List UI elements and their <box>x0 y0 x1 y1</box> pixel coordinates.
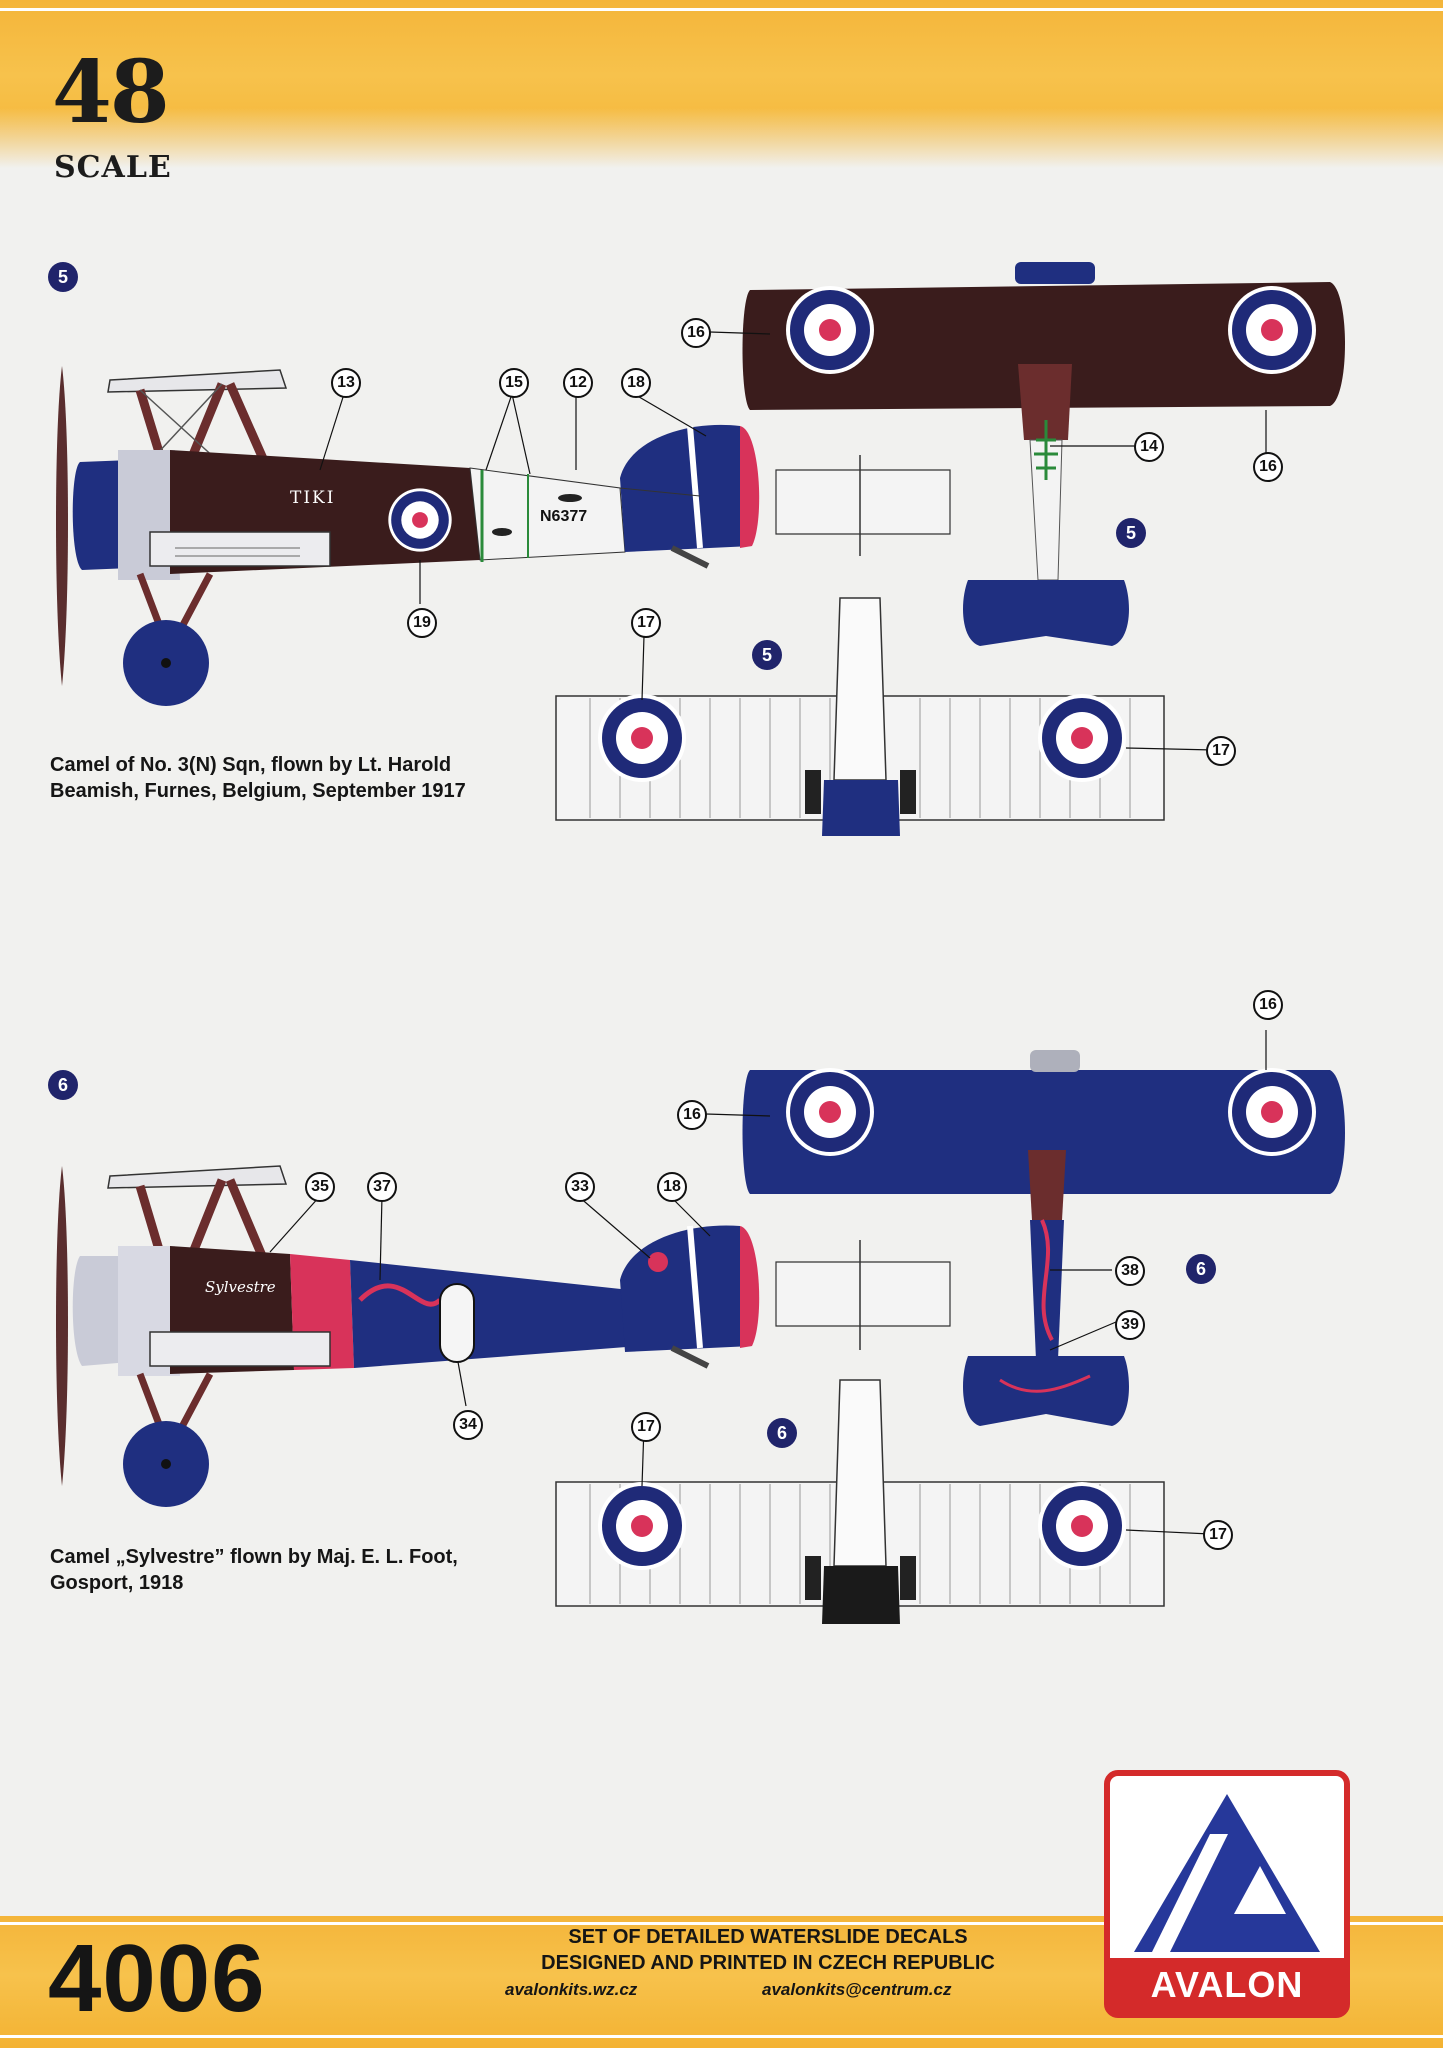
header-band <box>0 0 1443 168</box>
callout: 37 <box>367 1172 397 1202</box>
profile-6-side-view <box>56 1165 760 1507</box>
profile-5-bottom-view <box>555 455 1165 836</box>
profile-5-top-view <box>742 262 1345 646</box>
profile-marker: 5 <box>1116 518 1146 548</box>
caption-line: Camel of No. 3(N) Sqn, flown by Lt. Haro… <box>50 754 452 776</box>
callout: 17 <box>631 608 661 638</box>
scale-number: 48 <box>52 42 170 143</box>
brand-logo: AVALON <box>1104 1770 1350 2018</box>
callout: 38 <box>1115 1256 1145 1286</box>
profile-marker: 5 <box>752 640 782 670</box>
website-link[interactable]: avalonkits.wz.cz <box>505 1980 638 1999</box>
callout: 13 <box>331 368 361 398</box>
callout: 18 <box>657 1172 687 1202</box>
leader-lines <box>269 331 1267 1535</box>
callout: 35 <box>305 1172 335 1202</box>
callout: 18 <box>621 368 651 398</box>
profile-5-side-view <box>56 366 760 706</box>
brand-name: AVALON <box>1110 1958 1344 2012</box>
product-code: 4006 <box>48 1925 266 2032</box>
callout: 34 <box>453 1410 483 1440</box>
profile-caption-6: Camel „Sylvestre” flown by Maj. E. L. Fo… <box>50 1544 458 1596</box>
caption-line: Gosport, 1918 <box>50 1572 184 1594</box>
callout: 16 <box>1253 990 1283 1020</box>
callout: 17 <box>631 1412 661 1442</box>
profile-marker: 6 <box>767 1418 797 1448</box>
callout: 17 <box>1203 1520 1233 1550</box>
callout: 16 <box>677 1100 707 1130</box>
email-link[interactable]: avalonkits@centrum.cz <box>762 1980 952 1999</box>
caption-line: Beamish, Furnes, Belgium, September 1917 <box>50 780 466 802</box>
callout: 16 <box>1253 452 1283 482</box>
fuselage-name-6: Sylvestre <box>205 1278 276 1296</box>
callout: 33 <box>565 1172 595 1202</box>
tagline: SET OF DETAILED WATERSLIDE DECALS <box>568 1926 968 1948</box>
scale-label: SCALE <box>54 150 172 185</box>
callout: 15 <box>499 368 529 398</box>
callout: 16 <box>681 318 711 348</box>
serial-number-5: N6377 <box>540 508 588 525</box>
tagline: DESIGNED AND PRINTED IN CZECH REPUBLIC <box>541 1952 995 1974</box>
fuselage-name-5: TIKI <box>290 488 336 508</box>
triangle-logo-icon <box>1134 1794 1320 1952</box>
profile-marker: 6 <box>48 1070 78 1100</box>
callout: 14 <box>1134 432 1164 462</box>
caption-line: Camel „Sylvestre” flown by Maj. E. L. Fo… <box>50 1546 458 1568</box>
profile-6-bottom-view <box>555 1240 1165 1624</box>
callout: 39 <box>1115 1310 1145 1340</box>
profile-marker: 6 <box>1186 1254 1216 1284</box>
profile-marker: 5 <box>48 262 78 292</box>
profile-6-top-view <box>742 1050 1345 1426</box>
callout: 12 <box>563 368 593 398</box>
callout: 19 <box>407 608 437 638</box>
callout: 17 <box>1206 736 1236 766</box>
profile-caption-5: Camel of No. 3(N) Sqn, flown by Lt. Haro… <box>50 752 466 804</box>
